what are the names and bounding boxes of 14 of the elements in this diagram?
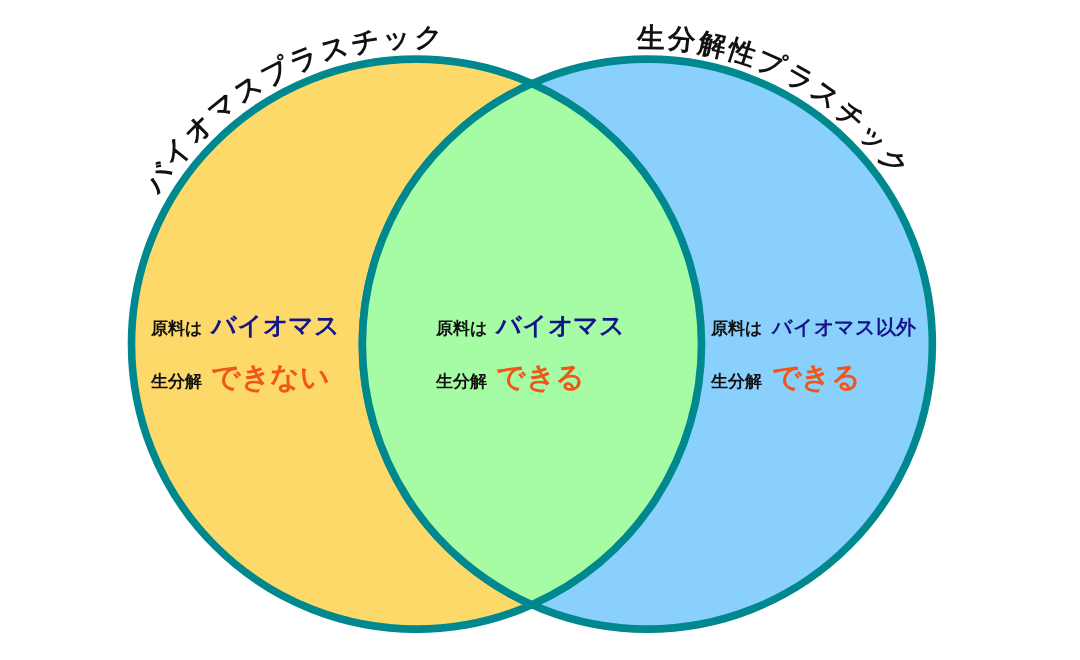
circle-title: 生分解性プラスチック (636, 20, 918, 185)
row-label: 生分解 (711, 369, 763, 393)
row-value: バイオマス (496, 309, 625, 342)
row-value: バイオマス以外 (771, 314, 917, 341)
row-value: できない (211, 359, 330, 396)
row-label: 原料は (150, 316, 202, 340)
row-value: できる (771, 359, 861, 396)
circle-title: バイオマスプラスチック (136, 20, 447, 199)
row-value: できる (496, 359, 585, 396)
row-label: 原料は (435, 316, 487, 340)
row-label: 原料は (711, 316, 763, 340)
row-label: 生分解 (435, 369, 487, 393)
row-value: バイオマス (211, 309, 340, 342)
row-label: 生分解 (150, 369, 202, 393)
